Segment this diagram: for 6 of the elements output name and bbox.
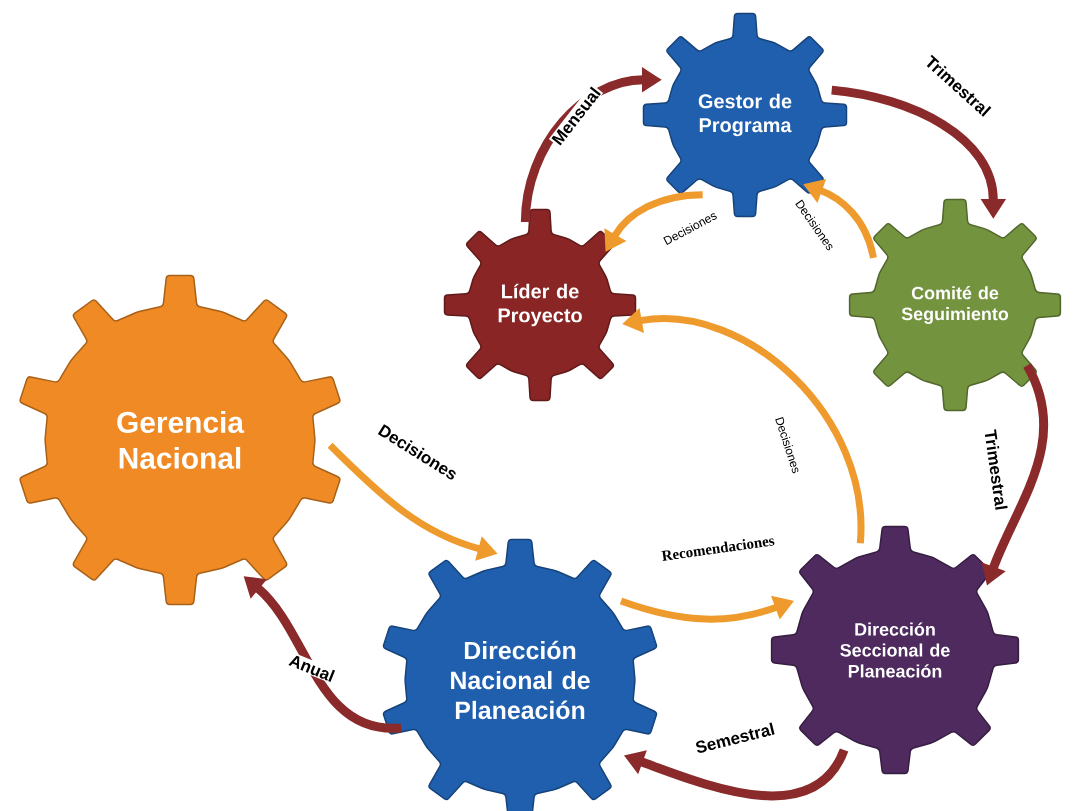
gear: Líder de Proyecto: [443, 208, 637, 402]
gear: Gerencia Nacional: [19, 274, 341, 606]
gear: Comité de Seguimiento: [848, 198, 1062, 412]
edge-label: Anual: [288, 655, 336, 682]
gear: Dirección Nacional de Planeación: [382, 538, 658, 811]
edge-label: Trimestral: [984, 429, 1008, 510]
